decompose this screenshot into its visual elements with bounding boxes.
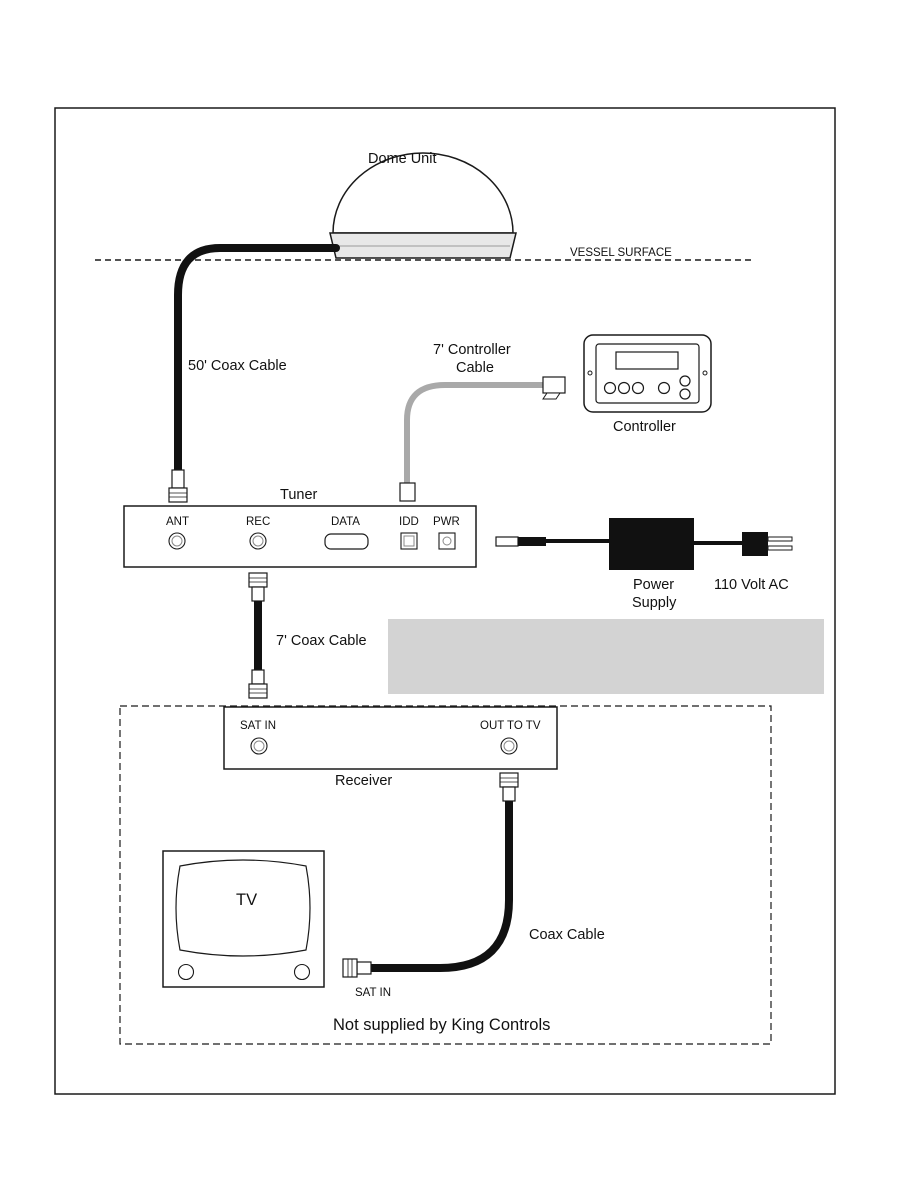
tuner-port-data-label: DATA [331, 516, 360, 528]
idd-plug [399, 482, 416, 502]
power-supply-label-1: Power [633, 577, 674, 593]
tv [162, 850, 325, 988]
controller-cable-plug [542, 376, 566, 400]
controller-label: Controller [613, 419, 676, 435]
tv-knob [293, 963, 311, 981]
controller-cable [404, 382, 543, 484]
power-supply [495, 518, 793, 570]
dome-unit-label: Dome Unit [368, 151, 437, 167]
sat-in-connector [248, 669, 268, 699]
tuner: ANT REC DATA IDD PWR [123, 505, 477, 568]
out-to-tv-port-icon [500, 737, 518, 755]
coax-cable-50ft [174, 244, 340, 476]
tv-label: TV [236, 891, 257, 909]
controller-button [617, 381, 631, 395]
grey-box [388, 619, 824, 694]
tuner-port-rec-label: REC [246, 516, 270, 528]
coax-cable-tv [371, 801, 513, 972]
controller-button [631, 381, 645, 395]
receiver-sat-in-label: SAT IN [240, 720, 276, 732]
controller [583, 334, 712, 413]
diagram-frame [54, 107, 836, 1095]
receiver-label: Receiver [335, 773, 392, 789]
ant-port-icon [168, 532, 186, 550]
rec-port-icon [249, 532, 267, 550]
controller-button [657, 381, 671, 395]
ac-110-label: 110 Volt AC [714, 577, 789, 593]
idd-port-icon [400, 532, 418, 550]
controller-cable-label-1: 7' Controller [433, 342, 511, 358]
power-supply-label-2: Supply [632, 595, 677, 611]
tv-sat-in-label: SAT IN [355, 987, 391, 999]
out-to-tv-connector [499, 772, 519, 802]
tuner-label: Tuner [280, 487, 318, 503]
controller-cable-label-2: Cable [456, 360, 494, 376]
controller-button [603, 381, 617, 395]
receiver: SAT IN OUT TO TV [223, 706, 558, 770]
tv-sat-in-connector [342, 958, 372, 978]
coax-7-label: 7' Coax Cable [276, 633, 367, 649]
vessel-surface-label: VESSEL SURFACE [570, 247, 672, 259]
data-port-icon [324, 533, 369, 550]
tuner-port-idd-label: IDD [399, 516, 419, 528]
tuner-port-ant-label: ANT [166, 516, 189, 528]
ant-connector [168, 469, 188, 503]
dome-unit [329, 152, 517, 259]
not-supplied-label: Not supplied by King Controls [333, 1016, 550, 1034]
controller-button [679, 388, 691, 400]
tv-screen [175, 859, 311, 957]
controller-display [615, 351, 679, 370]
controller-button [679, 375, 691, 387]
tuner-port-pwr-label: PWR [433, 516, 460, 528]
coax-label: Coax Cable [529, 927, 605, 943]
receiver-out-to-tv-label: OUT TO TV [480, 720, 541, 732]
sat-in-port-icon [250, 737, 268, 755]
rec-connector [248, 572, 268, 602]
tv-knob [177, 963, 195, 981]
pwr-port-icon [438, 532, 456, 550]
not-supplied-region [119, 705, 772, 1045]
coax-50-label: 50' Coax Cable [188, 358, 287, 374]
